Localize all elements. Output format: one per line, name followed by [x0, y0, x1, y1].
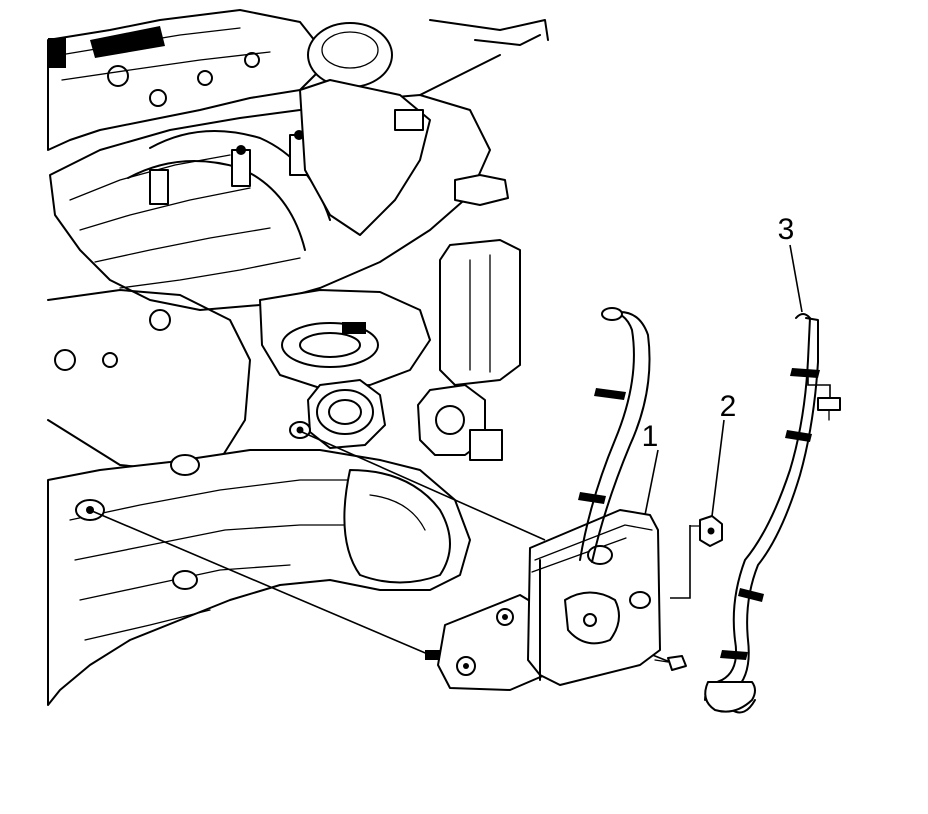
part-3-hose	[654, 313, 841, 714]
part-2-nut	[670, 515, 723, 599]
engine-block-illustration	[47, 9, 549, 706]
part-1-canister	[425, 509, 661, 691]
callout-3: 3	[778, 213, 795, 246]
callout-leaders	[644, 244, 803, 517]
part-1-hose	[578, 307, 651, 563]
callout-1: 1	[642, 420, 659, 453]
callout-2: 2	[720, 390, 737, 423]
